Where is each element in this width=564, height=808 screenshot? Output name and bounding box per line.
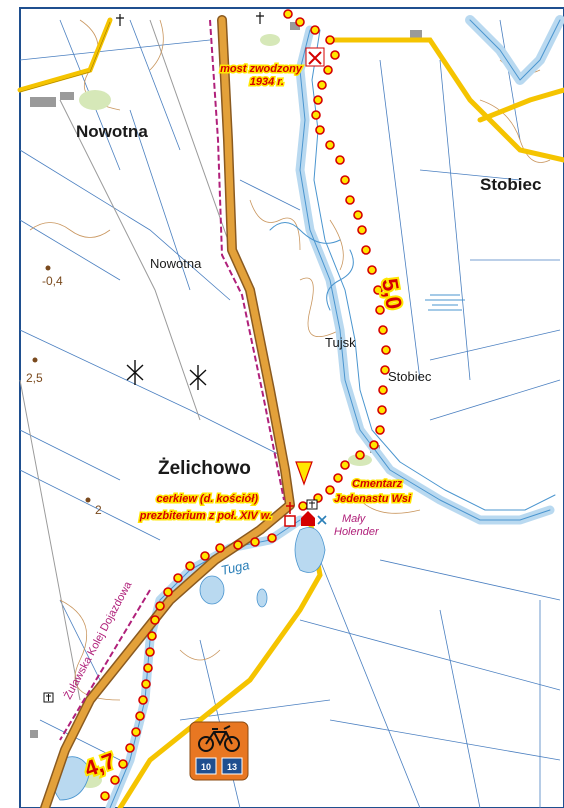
- house-icon: [301, 511, 315, 526]
- place-label-stobiec-small: Stobiec: [388, 369, 432, 384]
- route-dot: [381, 345, 391, 355]
- route-dot: [315, 125, 325, 135]
- route-dot: [141, 679, 151, 689]
- local-roads-outline: [19, 21, 111, 93]
- route-dot: [325, 35, 335, 45]
- route-dot: [313, 95, 323, 105]
- marsh-symbol: [425, 294, 465, 311]
- route-dot: [325, 140, 335, 150]
- route-dot: [147, 631, 157, 641]
- cross-icon: [116, 12, 264, 26]
- bicycle-icon: [198, 725, 240, 752]
- windmill-marker-icon: [317, 515, 327, 525]
- route-dot: [345, 195, 355, 205]
- route-dot: [335, 155, 345, 165]
- poi-maly-holender-line2: Holender: [334, 526, 380, 538]
- place-label-zelichowo: Żelichowo: [158, 458, 251, 479]
- cemetery-icon: [306, 499, 318, 510]
- route-number-10: 10: [201, 762, 211, 772]
- poi-cemetery-detail: Jedenastu Wsi: [334, 493, 412, 505]
- route-dot: [330, 50, 340, 60]
- windmill-icon: [126, 360, 207, 390]
- route-dot: [267, 533, 277, 543]
- route-dot: [355, 450, 365, 460]
- place-label-tujsk: Tujsk: [325, 335, 356, 350]
- place-label-stobiec-big: Stobiec: [480, 175, 541, 194]
- route-dot: [380, 365, 390, 375]
- route-dot: [163, 587, 173, 597]
- main-road: [40, 15, 295, 808]
- route-dot: [135, 711, 145, 721]
- local-roads: [17, 17, 564, 808]
- route-dot: [118, 759, 128, 769]
- route-dot: [311, 110, 321, 120]
- elevation-point-icon: [32, 265, 91, 503]
- route-dot: [145, 647, 155, 657]
- route-dot: [353, 210, 363, 220]
- place-label-nowotna-small: Nowotna: [150, 256, 202, 271]
- route-dot: [325, 485, 335, 495]
- route-dot: [295, 17, 305, 27]
- cemetery-icon-small: [43, 692, 54, 703]
- route-number-badge-2: [221, 757, 243, 775]
- route-dot: [310, 25, 320, 35]
- map-frame: [19, 7, 564, 808]
- route-dot: [131, 727, 141, 737]
- route-dot: [317, 80, 327, 90]
- route-dot: [377, 405, 387, 415]
- route-dot: [361, 245, 371, 255]
- cycling-route-badge[interactable]: 10 13: [189, 721, 249, 781]
- route-dot: [357, 225, 367, 235]
- route-dot: [143, 663, 153, 673]
- poi-church-label: cerkiew (d. kościół): [157, 493, 259, 505]
- route-dot: [340, 175, 350, 185]
- route-dot: [250, 537, 260, 547]
- poi-maly-holender-line1: Mały: [342, 513, 367, 525]
- route-dot: [378, 385, 388, 395]
- route-dot: [340, 460, 350, 470]
- route-dot: [125, 743, 135, 753]
- route-dot: [375, 305, 385, 315]
- poi-church-detail: prezbiterium z poł. XIV w.: [139, 510, 272, 522]
- route-dot: [298, 501, 308, 511]
- route-dot: [215, 543, 225, 553]
- route-number-badge-1: [195, 757, 217, 775]
- elevation-value-1: -0,4: [42, 274, 63, 288]
- route-distance-a: 5,0: [377, 277, 407, 311]
- elevation-value-2: 2,5: [26, 371, 43, 385]
- route-dot: [200, 551, 210, 561]
- route-dot: [138, 695, 148, 705]
- route-dot: [155, 601, 165, 611]
- poi-bridge-year: 1934 r.: [250, 76, 284, 88]
- route-dot: [333, 473, 343, 483]
- route-dot: [100, 791, 110, 801]
- place-label-nowotna-big: Nowotna: [76, 122, 148, 141]
- poi-bridge-label: most zwodzony: [220, 63, 303, 75]
- route-dot: [378, 325, 388, 335]
- route-dot: [367, 265, 377, 275]
- church-icon: [284, 502, 296, 527]
- ditch-network: [19, 19, 561, 808]
- route-dot: [369, 440, 379, 450]
- route-dot: [150, 615, 160, 625]
- poi-cemetery-label: Cmentarz: [352, 478, 403, 490]
- river-label: Tuga: [220, 557, 251, 578]
- railway-line: [59, 19, 285, 741]
- route-dot: [375, 425, 385, 435]
- route-number-13: 13: [227, 762, 237, 772]
- route-dot: [185, 561, 195, 571]
- route-dot: [110, 775, 120, 785]
- route-dot: [233, 540, 243, 550]
- viewpoint-icon: [295, 461, 313, 486]
- elevation-value-3: 2: [95, 503, 102, 517]
- route-dot: [373, 285, 383, 295]
- route-dot: [173, 573, 183, 583]
- route-dot: [323, 65, 333, 75]
- bridge-icon: [305, 47, 325, 67]
- route-dot: [283, 9, 293, 19]
